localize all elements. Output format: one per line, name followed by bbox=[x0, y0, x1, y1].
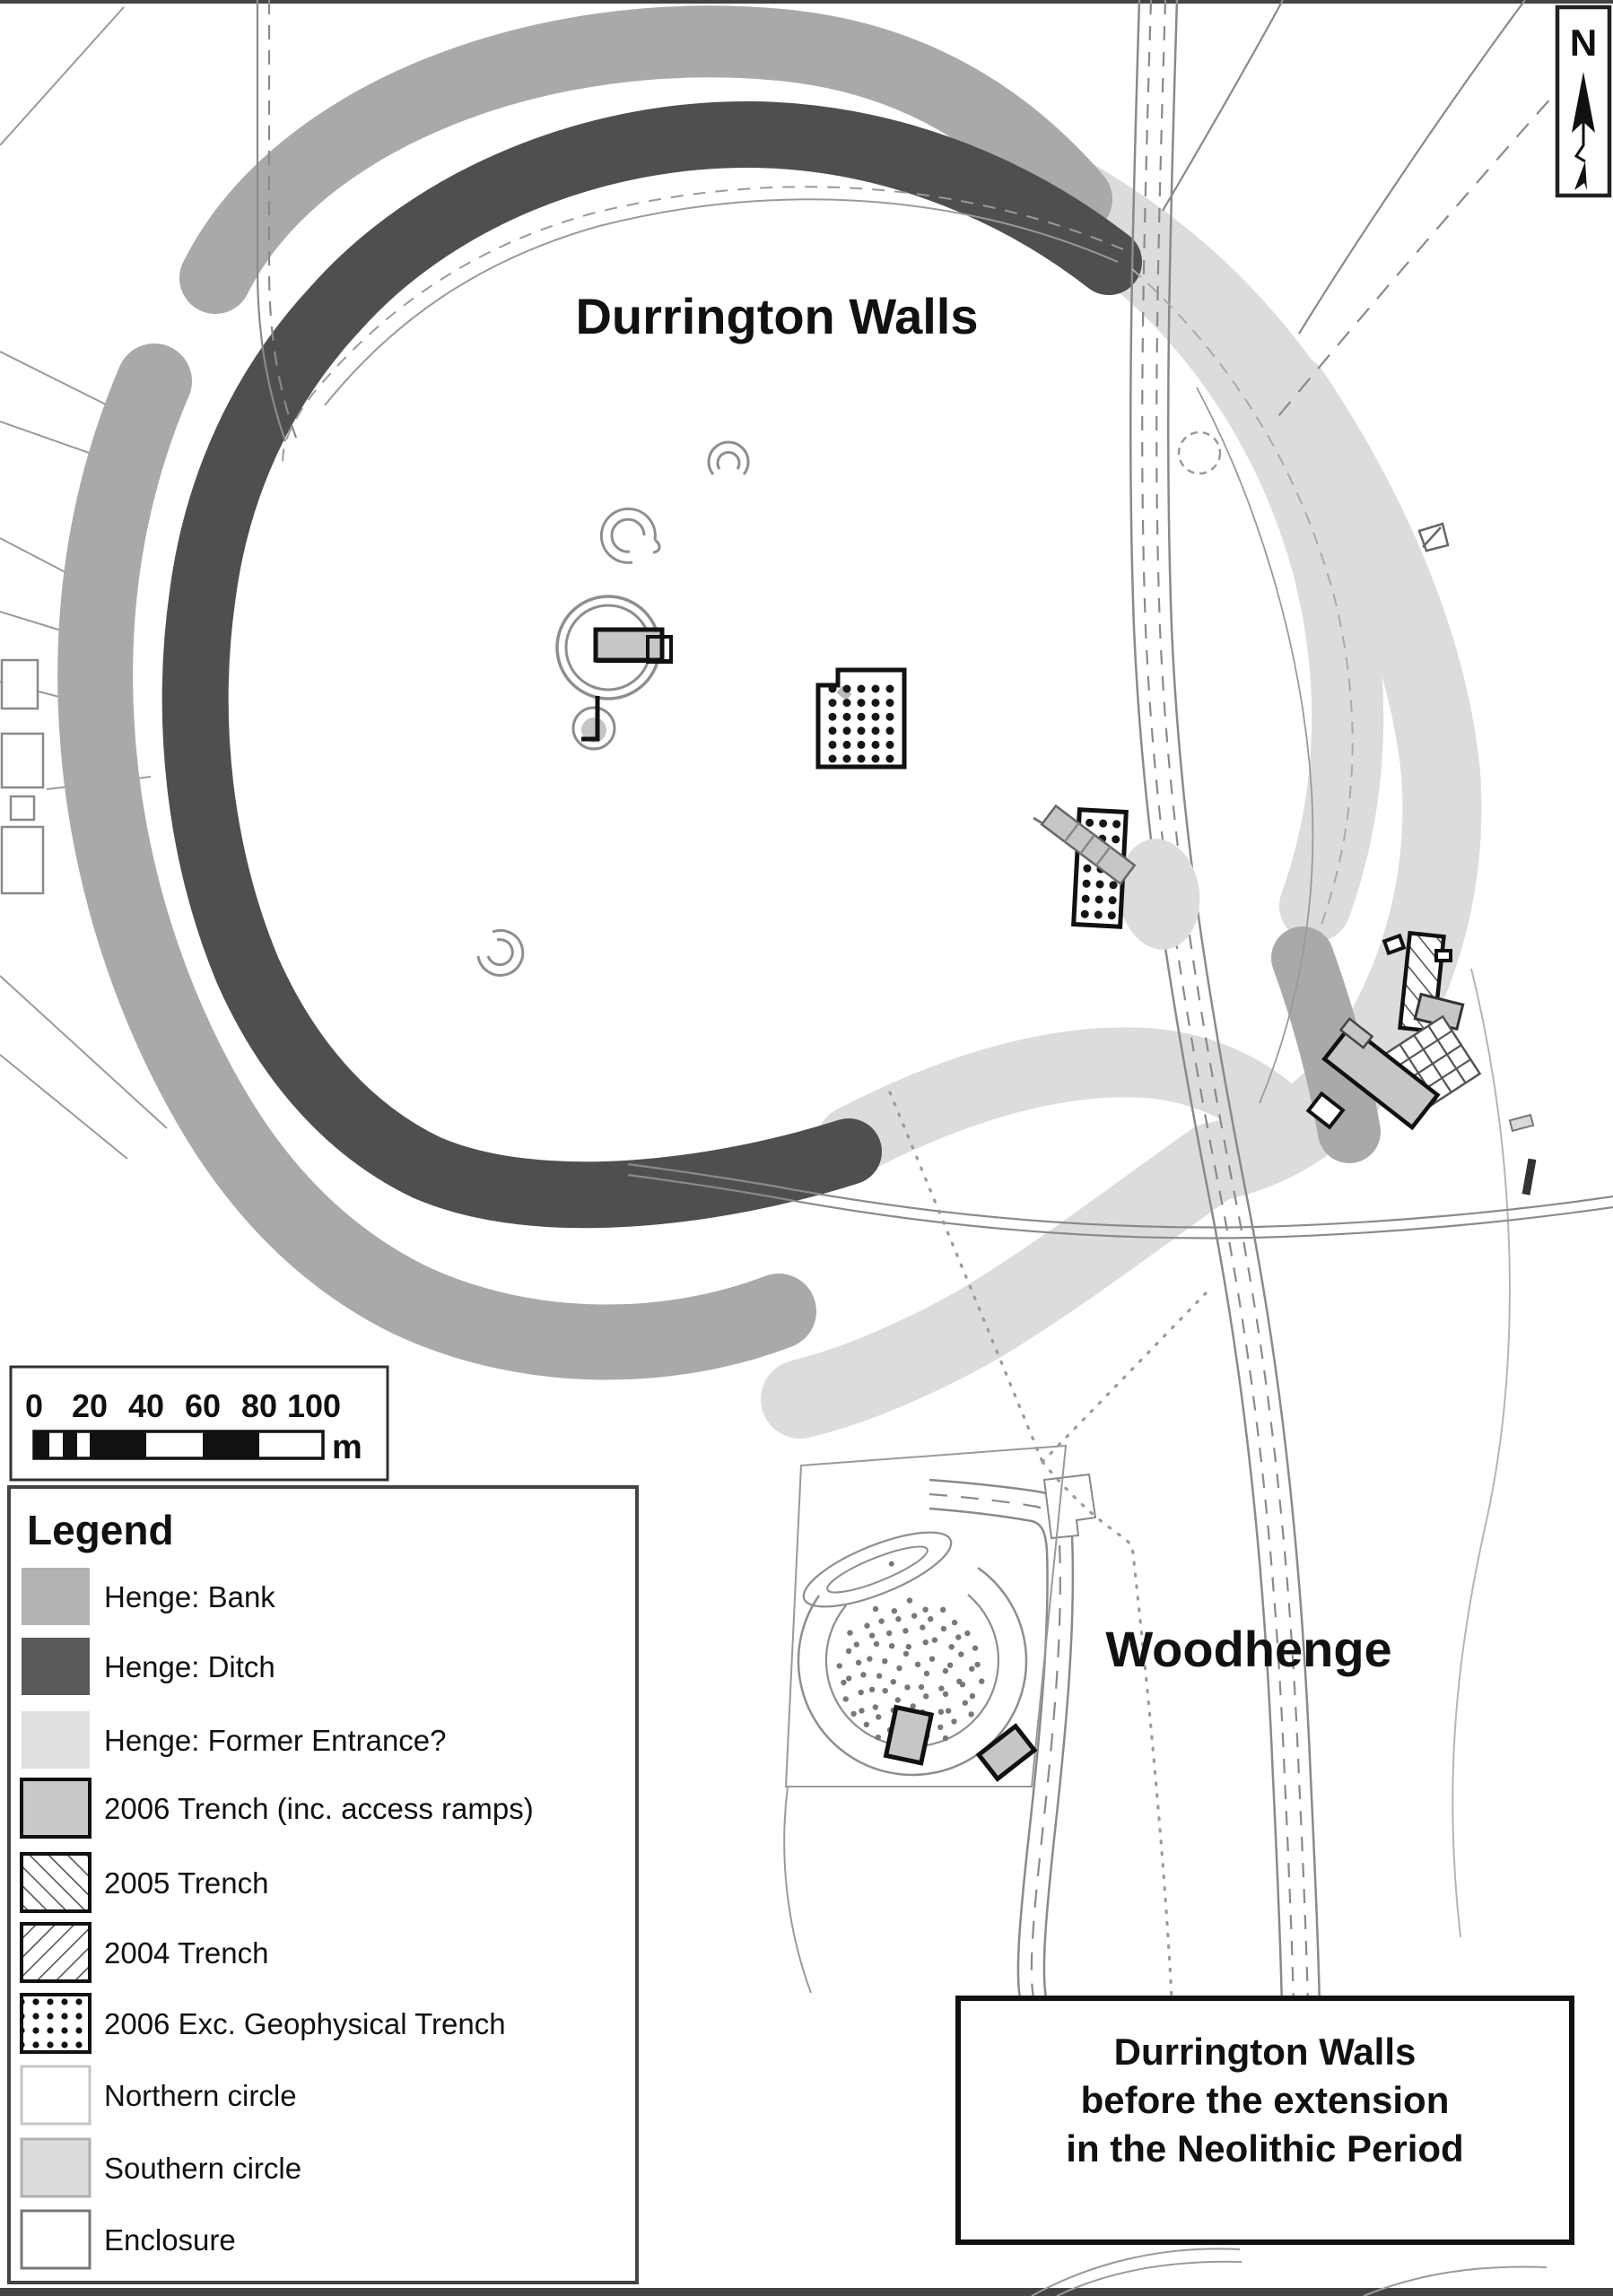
road-network bbox=[256, 0, 1613, 2010]
legend-box: Legend Henge: Bank Henge: Ditch Henge: F… bbox=[7, 1485, 639, 2284]
legend-label-southern-circle: Southern circle bbox=[104, 2152, 301, 2185]
title-line-1: Durrington Walls bbox=[1114, 2031, 1417, 2073]
berm-track bbox=[282, 186, 1124, 467]
north-arrow-label: N bbox=[1570, 22, 1597, 64]
legend-label-ditch: Henge: Ditch bbox=[104, 1650, 275, 1683]
legend-label-enclosure: Enclosure bbox=[104, 2223, 236, 2257]
legend-swatch-southern-circle bbox=[20, 2137, 92, 2198]
scale-tick-0: 0 bbox=[25, 1387, 43, 1424]
scale-bar: 0 20 40 60 80 100 m bbox=[9, 1365, 389, 1482]
scale-tick-60: 60 bbox=[185, 1387, 221, 1424]
scale-tick-40: 40 bbox=[128, 1387, 164, 1424]
northern-circle-feature bbox=[555, 595, 673, 700]
legend-label-trench-2005: 2005 Trench bbox=[104, 1866, 268, 1900]
legend-title: Legend bbox=[27, 1507, 174, 1553]
legend-label-trench-2004: 2004 Trench bbox=[104, 1936, 268, 1970]
trench-2006-northern-circle bbox=[593, 627, 665, 663]
byway-road bbox=[929, 1478, 1075, 1999]
east-track bbox=[627, 1162, 1613, 1239]
dotted-footpaths bbox=[888, 1091, 1208, 2000]
legend-label-bank: Henge: Bank bbox=[104, 1580, 275, 1613]
small-field-marks bbox=[1508, 1113, 1537, 1196]
timber-feature-spiral bbox=[599, 507, 661, 564]
woodhenge-postholes bbox=[836, 1597, 985, 1750]
legend-swatch-trench-2005 bbox=[20, 1852, 92, 1913]
parking-area-outline bbox=[1042, 1473, 1097, 1540]
woodhenge-label: Woodhenge bbox=[1105, 1621, 1391, 1677]
trench-end-square bbox=[1305, 1091, 1346, 1130]
legend-swatch-entrance bbox=[22, 1711, 90, 1769]
trench-stub-2 bbox=[1434, 949, 1452, 962]
timber-feature-horseshoe-north bbox=[707, 440, 750, 475]
woodhenge-ditch-outer bbox=[797, 1566, 1028, 1777]
geophysical-trench-square bbox=[815, 667, 907, 770]
scale-unit-label: m bbox=[332, 1429, 362, 1466]
woodhenge-entrance-curl bbox=[802, 1531, 953, 1608]
durrington-walls-label: Durrington Walls bbox=[575, 288, 978, 344]
durrington-interior-features bbox=[476, 440, 907, 977]
legend-swatch-trench-2004 bbox=[20, 1922, 92, 1983]
legend-swatch-enclosure bbox=[20, 2209, 92, 2270]
small-circle-feature bbox=[571, 696, 616, 751]
legend-label-entrance: Henge: Former Entrance? bbox=[104, 1724, 447, 1757]
trench-2006-long bbox=[1321, 1023, 1441, 1131]
woodhenge-trench-2006-b bbox=[975, 1723, 1038, 1782]
scale-tick-20: 20 bbox=[72, 1387, 108, 1424]
trench-stub-1 bbox=[1382, 933, 1407, 956]
north-arrow: N bbox=[1555, 4, 1612, 198]
bottom-border bbox=[0, 2288, 1613, 2296]
legend-label-geophysical: 2006 Exc. Geophysical Trench bbox=[104, 2007, 506, 2040]
legend-swatch-trench-2006 bbox=[20, 1778, 92, 1839]
gray-ellipse-feature bbox=[1118, 839, 1200, 950]
legend-swatch-northern-circle bbox=[20, 2065, 92, 2126]
top-border bbox=[0, 0, 1613, 4]
small-feature-outline bbox=[1417, 522, 1450, 552]
trench-gray-small bbox=[1338, 1017, 1374, 1049]
eastern-trench-complex bbox=[1305, 930, 1482, 1131]
woodhenge-group bbox=[784, 1444, 1068, 1787]
inner-field-line bbox=[1196, 387, 1314, 1104]
legend-swatch-geophysical bbox=[20, 1993, 92, 2054]
road-side-trench-group bbox=[1033, 804, 1200, 950]
trench-2006-access-ramp bbox=[1040, 804, 1137, 886]
legend-swatch-ditch bbox=[22, 1638, 90, 1695]
title-box: Durrington Walls before the extension in… bbox=[955, 1996, 1574, 2245]
title-line-2: before the extension bbox=[1081, 2079, 1450, 2121]
pond-outline bbox=[1177, 430, 1222, 475]
legend-label-trench-2006: 2006 Trench (inc. access ramps) bbox=[104, 1792, 534, 1825]
scale-tick-100: 100 bbox=[287, 1387, 341, 1424]
scale-tick-80: 80 bbox=[241, 1387, 277, 1424]
village-buildings bbox=[0, 658, 45, 895]
henge-ditch-band bbox=[161, 100, 1142, 1229]
main-road bbox=[1129, 0, 1321, 2010]
woodhenge-trench-2006-a bbox=[883, 1704, 935, 1766]
timber-feature-horseshoe-south bbox=[476, 928, 525, 977]
field-boundary-lines bbox=[0, 6, 1548, 2296]
north-boundary-lines bbox=[256, 0, 298, 442]
right-berm-line bbox=[1131, 268, 1354, 952]
legend-label-northern-circle: Northern circle bbox=[104, 2079, 297, 2112]
woodhenge-enclosure bbox=[784, 1444, 1068, 1787]
title-line-3: in the Neolithic Period bbox=[1066, 2127, 1463, 2170]
legend-swatch-bank bbox=[22, 1568, 90, 1625]
north-arrow-head bbox=[1572, 72, 1595, 133]
